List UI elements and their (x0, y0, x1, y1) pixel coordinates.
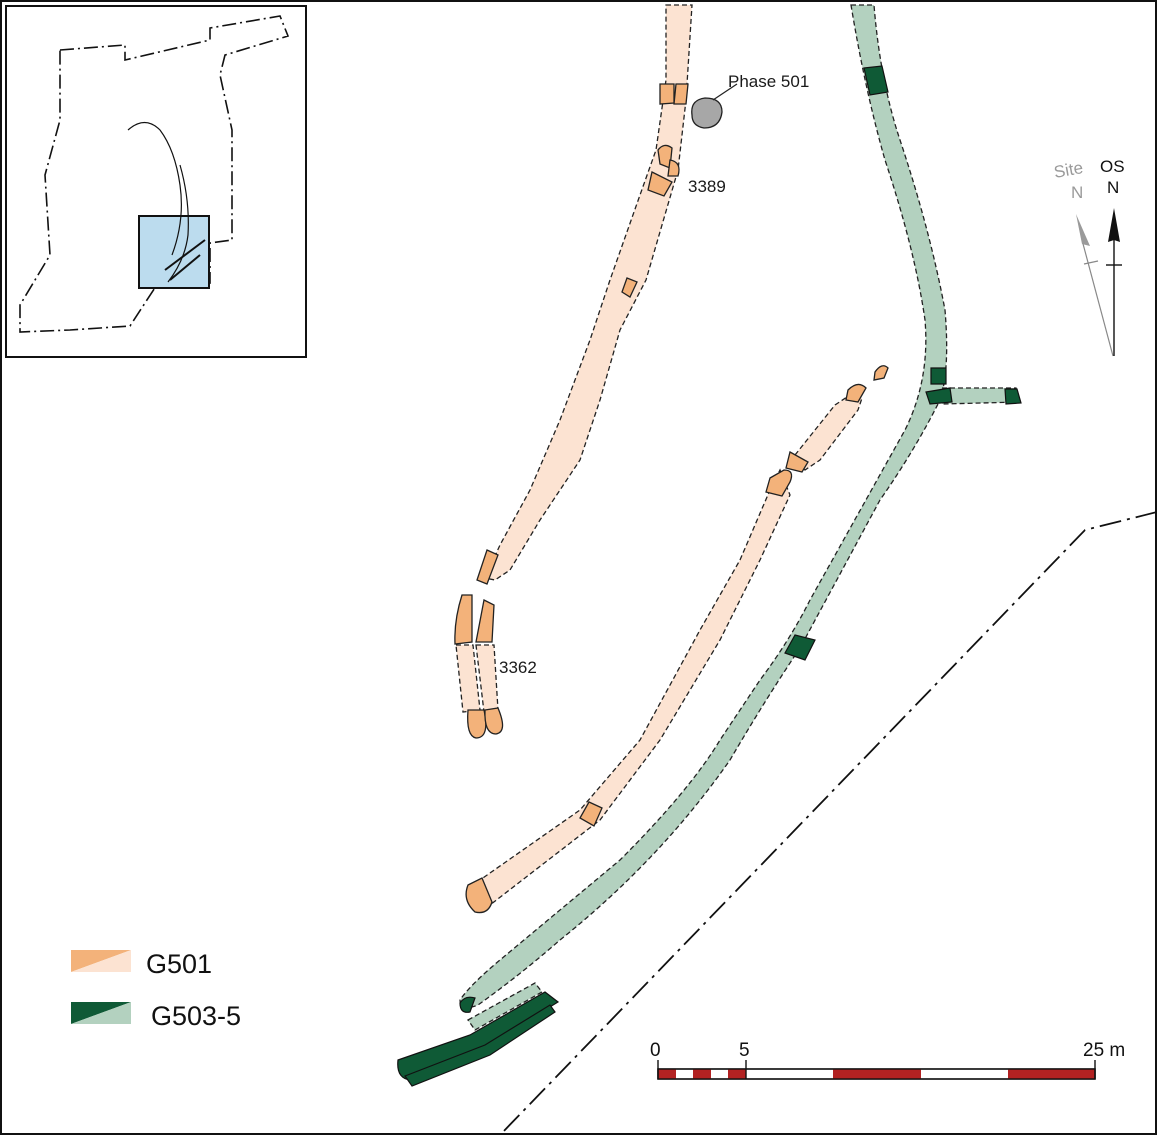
feature-label-3362: 3362 (499, 658, 537, 677)
legend-label-g501: G501 (146, 949, 212, 979)
legend-swatch-g503-light (71, 1002, 131, 1024)
site-north-label-2: N (1071, 183, 1083, 202)
scale-tick-25: 25 m (1083, 1040, 1125, 1061)
scale-bar: 0 5 25 m (650, 1040, 1125, 1080)
north-arrows: Site N OS N (1052, 157, 1125, 357)
scale-tick-5: 5 (739, 1040, 750, 1061)
location-inset (5, 5, 307, 358)
feature-label-3389: 3389 (688, 177, 726, 196)
legend: G501 G503-5 (71, 949, 241, 1031)
scale-tick-0: 0 (650, 1040, 661, 1061)
os-north-label-1: OS (1100, 157, 1125, 176)
os-north-label-2: N (1107, 178, 1119, 197)
site-north-label-1: Site (1052, 158, 1084, 182)
site-boundary-line (499, 511, 1157, 1136)
phase-label: Phase 501 (728, 72, 809, 91)
ditch-g503-5 (397, 4, 1022, 1087)
ditch-g501 (454, 4, 889, 914)
legend-swatch-g501-light (71, 950, 131, 972)
legend-label-g503-5: G503-5 (151, 1001, 241, 1031)
inset-site-boundary (19, 15, 290, 333)
inset-frame (5, 5, 307, 358)
phase-501-feature (691, 83, 738, 129)
